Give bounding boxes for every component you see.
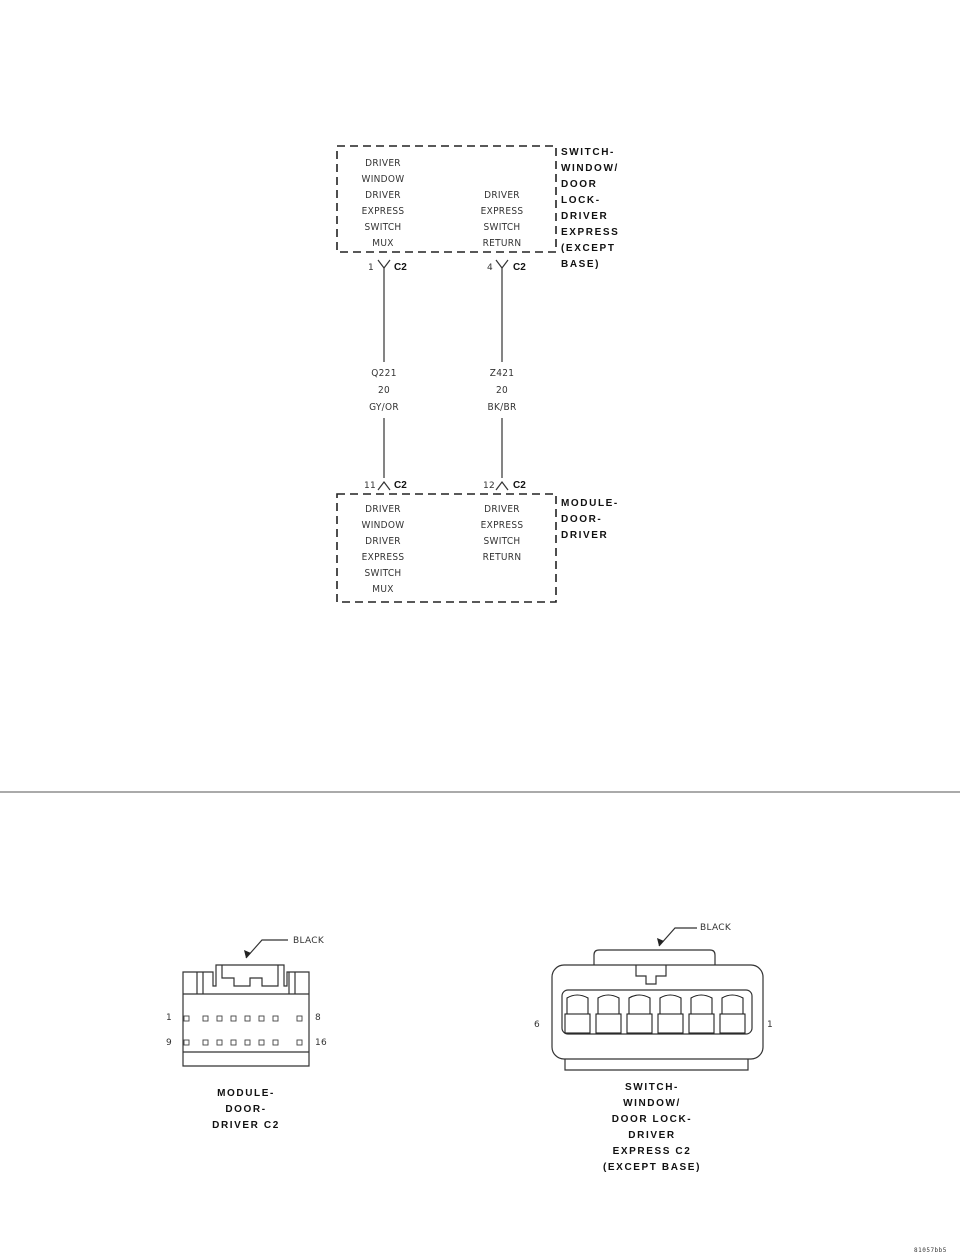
svg-text:WINDOW: WINDOW	[362, 174, 405, 185]
switch-box-outline	[336, 145, 557, 253]
svg-text:DRIVER: DRIVER	[365, 190, 401, 201]
svg-text:MUX: MUX	[372, 584, 393, 595]
connector-pin-4-c2: 4 C2	[487, 259, 526, 273]
switch-pin-right-function: DRIVER EXPRESS SWITCH RETURN	[481, 190, 524, 249]
connector-pin-1-c2: 1 C2	[368, 259, 407, 273]
module-pin-right-function: DRIVER EXPRESS SWITCH RETURN	[481, 504, 524, 563]
module-box-label: MODULE- DOOR- DRIVER	[561, 498, 619, 541]
switch-connector-caption-4: DRIVER	[628, 1130, 675, 1141]
module-connector-pin-row-1	[183, 1015, 303, 1022]
svg-text:EXPRESS: EXPRESS	[561, 227, 619, 238]
svg-text:WINDOW: WINDOW	[362, 520, 405, 531]
svg-text:WINDOW/: WINDOW/	[561, 163, 619, 174]
svg-text:12: 12	[483, 481, 495, 491]
svg-text:DOOR: DOOR	[561, 179, 597, 190]
svg-text:MODULE-: MODULE-	[561, 498, 619, 509]
module-connector-caption-3: DRIVER C2	[212, 1120, 280, 1131]
svg-text:DOOR-: DOOR-	[561, 514, 602, 525]
switch-connector-caption-3: DOOR LOCK-	[612, 1114, 692, 1125]
switch-connector-terminals	[564, 994, 746, 1034]
svg-text:SWITCH-: SWITCH-	[561, 147, 615, 158]
module-connector-color-label: BLACK	[293, 936, 325, 946]
svg-text:4: 4	[487, 263, 493, 273]
svg-text:C2: C2	[513, 480, 526, 491]
svg-text:EXPRESS: EXPRESS	[362, 206, 405, 217]
switch-connector-caption-1: SWITCH-	[625, 1082, 679, 1093]
svg-text:20: 20	[378, 385, 390, 396]
wire-z421-label: Z421 20 BK/BR	[487, 368, 516, 413]
svg-text:DRIVER: DRIVER	[561, 530, 608, 541]
svg-text:1: 1	[368, 263, 374, 273]
svg-text:C2: C2	[394, 480, 407, 491]
switch-pin-6-label: 6	[534, 1020, 540, 1030]
svg-text:DRIVER: DRIVER	[484, 504, 520, 515]
switch-express-c2-connector: BLACK 6 1 SWITCH- WINDOW/ DOOR LOCK-	[534, 923, 773, 1173]
svg-text:DRIVER: DRIVER	[365, 536, 401, 547]
switch-connector-color-label: BLACK	[700, 923, 732, 933]
svg-text:SWITCH: SWITCH	[483, 536, 520, 547]
module-pin-8-label: 8	[315, 1013, 321, 1023]
module-box-outline	[336, 493, 557, 603]
switch-connector-caption-5: EXPRESS C2	[613, 1146, 692, 1157]
svg-text:SWITCH: SWITCH	[483, 222, 520, 233]
module-connector-caption-1: MODULE-	[217, 1088, 275, 1099]
module-pin-1-label: 1	[166, 1013, 172, 1023]
module-pin-16-label: 16	[315, 1038, 327, 1048]
svg-text:DRIVER: DRIVER	[484, 190, 520, 201]
switch-pin-left-function: DRIVER WINDOW DRIVER EXPRESS SWITCH MUX	[362, 158, 405, 249]
svg-text:RETURN: RETURN	[483, 238, 522, 249]
svg-text:EXPRESS: EXPRESS	[481, 206, 524, 217]
switch-connector-caption-6: (EXCEPT BASE)	[603, 1162, 701, 1173]
svg-text:DRIVER: DRIVER	[561, 211, 608, 222]
svg-text:MUX: MUX	[372, 238, 393, 249]
svg-text:BK/BR: BK/BR	[487, 402, 516, 413]
connector-pin-11-c2: 11 C2	[364, 480, 407, 491]
svg-text:SWITCH: SWITCH	[364, 568, 401, 579]
svg-text:(EXCEPT: (EXCEPT	[561, 243, 616, 254]
svg-text:BASE): BASE)	[561, 259, 600, 270]
module-door-driver-c2-connector: BLACK 1 8 9 16 MODULE- DOOR- DRIVER C2	[166, 936, 327, 1131]
module-connector-pin-row-2	[183, 1039, 303, 1046]
svg-text:EXPRESS: EXPRESS	[481, 520, 524, 531]
svg-text:11: 11	[364, 481, 376, 491]
svg-text:C2: C2	[394, 262, 407, 273]
switch-connector-caption-2: WINDOW/	[623, 1098, 681, 1109]
svg-text:Q221: Q221	[371, 368, 396, 379]
switch-pin-1-label: 1	[767, 1020, 773, 1030]
svg-text:DRIVER: DRIVER	[365, 504, 401, 515]
svg-text:SWITCH: SWITCH	[364, 222, 401, 233]
svg-text:C2: C2	[513, 262, 526, 273]
module-pin-left-function: DRIVER WINDOW DRIVER EXPRESS SWITCH MUX	[362, 504, 405, 595]
svg-text:GY/OR: GY/OR	[369, 402, 399, 413]
wire-q221-label: Q221 20 GY/OR	[369, 368, 399, 413]
svg-text:Z421: Z421	[490, 368, 515, 379]
svg-text:LOCK-: LOCK-	[561, 195, 601, 206]
svg-text:RETURN: RETURN	[483, 552, 522, 563]
svg-text:EXPRESS: EXPRESS	[362, 552, 405, 563]
figure-id: 81057bb5	[914, 1247, 947, 1254]
connector-pin-12-c2: 12 C2	[483, 480, 526, 491]
switch-box-label: SWITCH- WINDOW/ DOOR LOCK- DRIVER EXPRES…	[561, 147, 619, 270]
svg-text:20: 20	[496, 385, 508, 396]
module-connector-caption-2: DOOR-	[225, 1104, 266, 1115]
module-pin-9-label: 9	[166, 1038, 172, 1048]
svg-text:DRIVER: DRIVER	[365, 158, 401, 169]
